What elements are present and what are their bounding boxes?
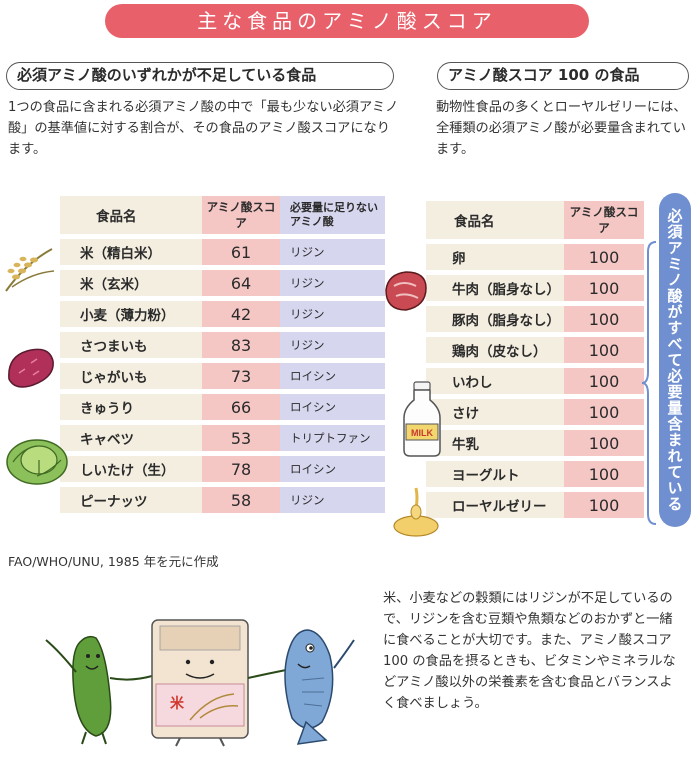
royal-jelly-icon <box>393 487 439 537</box>
table-row: 卵 100 <box>426 244 644 270</box>
food-name-cell: しいたけ（生） <box>60 456 202 482</box>
raw-meat-icon <box>385 271 427 311</box>
food-name-cell: 鶏肉（皮なし） <box>426 337 564 363</box>
table-row: いわし 100 <box>426 368 644 394</box>
table-header-row: 食品名 アミノ酸スコア <box>426 201 644 239</box>
score-cell: 100 <box>564 399 644 425</box>
right-section-heading: アミノ酸スコア 100 の食品 <box>437 62 689 90</box>
advice-paragraph: 米、小麦などの穀類にはリジンが不足しているので、リジンを含む豆類や魚類などのおか… <box>383 591 676 711</box>
source-note: FAO/WHO/UNU, 1985 年を元に作成 <box>8 554 219 569</box>
milk-label: MILK <box>411 428 433 438</box>
table-row: じゃがいも 73 ロイシン <box>60 363 385 389</box>
food-name-cell: きゅうり <box>60 394 202 420</box>
milk-bottle-icon: MILK <box>403 381 441 457</box>
sweet-potato-icon <box>8 348 54 388</box>
table-row: 牛乳 100 <box>426 430 644 456</box>
header-food-name: 食品名 <box>60 196 202 234</box>
score-cell: 58 <box>202 487 280 513</box>
table-row: 小麦（薄力粉） 42 リジン <box>60 301 385 327</box>
score-cell: 64 <box>202 270 280 296</box>
header-amino-score: アミノ酸スコア <box>202 196 280 234</box>
incomplete-protein-table: 食品名 アミノ酸スコア 必要量に足りないアミノ酸 米（精白米） 61 リジン 米… <box>60 191 385 518</box>
table-row: キャベツ 53 トリプトファン <box>60 425 385 451</box>
rice-plant-icon <box>5 248 55 292</box>
table-row: 米（玄米） 64 リジン <box>60 270 385 296</box>
score-cell: 100 <box>564 430 644 456</box>
food-name-cell: いわし <box>426 368 564 394</box>
score-cell: 100 <box>564 275 644 301</box>
table-row: 鶏肉（皮なし） 100 <box>426 337 644 363</box>
table-row: 米（精白米） 61 リジン <box>60 239 385 265</box>
score-cell: 100 <box>564 337 644 363</box>
lacking-cell: ロイシン <box>280 363 385 389</box>
food-name-cell: 牛肉（脂身なし） <box>426 275 564 301</box>
header-food-name: 食品名 <box>426 201 564 239</box>
complete-amino-side-label: 必須アミノ酸がすべて必要量含まれている <box>659 193 691 527</box>
lacking-cell: ロイシン <box>280 456 385 482</box>
score-cell: 100 <box>564 306 644 332</box>
lacking-cell: リジン <box>280 301 385 327</box>
food-name-cell: さつまいも <box>60 332 202 358</box>
table-row: さけ 100 <box>426 399 644 425</box>
score-cell: 66 <box>202 394 280 420</box>
score-cell: 53 <box>202 425 280 451</box>
cabbage-icon <box>6 439 68 485</box>
food-name-cell: ヨーグルト <box>426 461 564 487</box>
food-characters-illustration: 米 <box>45 619 355 747</box>
table-row: さつまいも 83 リジン <box>60 332 385 358</box>
lacking-cell: ロイシン <box>280 394 385 420</box>
page-title-banner: 主な食品のアミノ酸スコア <box>105 4 589 38</box>
header-amino-score: アミノ酸スコア <box>564 201 644 239</box>
food-name-cell: ローヤルゼリー <box>426 492 564 518</box>
food-name-cell: 牛乳 <box>426 430 564 456</box>
food-name-cell: 米（玄米） <box>60 270 202 296</box>
left-section-heading: 必須アミノ酸のいずれかが不足している食品 <box>6 62 394 90</box>
lacking-cell: リジン <box>280 239 385 265</box>
score-cell: 100 <box>564 492 644 518</box>
score-cell: 73 <box>202 363 280 389</box>
lacking-cell: リジン <box>280 270 385 296</box>
table-header-row: 食品名 アミノ酸スコア 必要量に足りないアミノ酸 <box>60 196 385 234</box>
score-cell: 83 <box>202 332 280 358</box>
rice-bag-label: 米 <box>170 695 185 712</box>
header-lacking-amino: 必要量に足りないアミノ酸 <box>280 196 385 234</box>
table-row: 牛肉（脂身なし） 100 <box>426 275 644 301</box>
score-cell: 42 <box>202 301 280 327</box>
table-row: ローヤルゼリー 100 <box>426 492 644 518</box>
food-name-cell: さけ <box>426 399 564 425</box>
table-row: ピーナッツ 58 リジン <box>60 487 385 513</box>
table-row: しいたけ（生） 78 ロイシン <box>60 456 385 482</box>
table-row: きゅうり 66 ロイシン <box>60 394 385 420</box>
score-cell: 100 <box>564 368 644 394</box>
food-name-cell: じゃがいも <box>60 363 202 389</box>
right-section-description: 動物性食品の多くとローヤルゼリーには、全種類の必須アミノ酸が必要量含まれています… <box>436 100 687 157</box>
lacking-cell: トリプトファン <box>280 425 385 451</box>
table-row: 豚肉（脂身なし） 100 <box>426 306 644 332</box>
food-name-cell: 米（精白米） <box>60 239 202 265</box>
left-section-description: 1つの食品に含まれる必須アミノ酸の中で「最も少ない必須アミノ酸」の基準値に対する… <box>8 100 399 157</box>
food-name-cell: ピーナッツ <box>60 487 202 513</box>
table-row: ヨーグルト 100 <box>426 461 644 487</box>
score-cell: 100 <box>564 244 644 270</box>
food-name-cell: 卵 <box>426 244 564 270</box>
lacking-cell: リジン <box>280 332 385 358</box>
food-name-cell: 豚肉（脂身なし） <box>426 306 564 332</box>
food-name-cell: キャベツ <box>60 425 202 451</box>
score-cell: 61 <box>202 239 280 265</box>
score-cell: 100 <box>564 461 644 487</box>
lacking-cell: リジン <box>280 487 385 513</box>
food-name-cell: 小麦（薄力粉） <box>60 301 202 327</box>
score-cell: 78 <box>202 456 280 482</box>
complete-protein-table: 食品名 アミノ酸スコア 卵 100 牛肉（脂身なし） 100 豚肉（脂身なし） … <box>426 196 644 523</box>
bracket-divider <box>641 241 657 525</box>
